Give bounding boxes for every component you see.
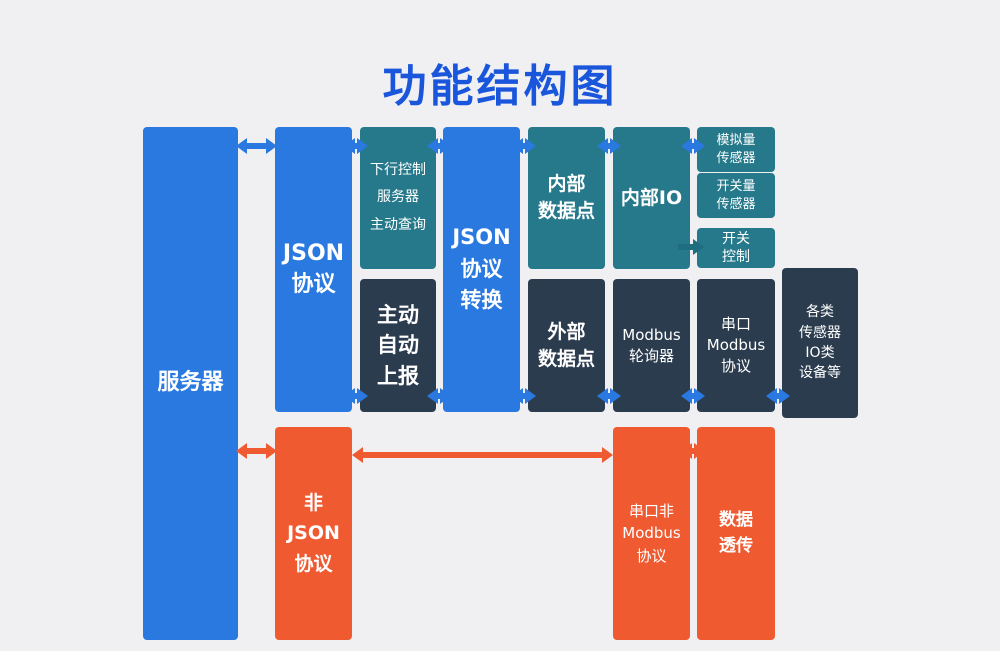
arrow-downlink-convert: [427, 138, 451, 154]
block-server: 服务器: [143, 127, 238, 640]
block-internal-io: 内部IO: [613, 127, 690, 269]
arrow-report-convert: [427, 388, 451, 404]
arrow-json-report: [344, 388, 368, 404]
block-non-json: 非 JSON 协议: [275, 427, 352, 640]
arrow-non-json-serial-non-modbus: [352, 447, 613, 463]
block-switch-sensor: 开关量 传感器: [697, 173, 775, 218]
arrow-server-non-json: [236, 443, 277, 459]
block-serial-modbus: 串口 Modbus 协议: [697, 279, 775, 412]
arrow-serial-non-modbus-passthrough: [681, 443, 705, 459]
arrow-io-switch-control: [678, 239, 704, 255]
arrow-server-json: [236, 138, 277, 154]
block-modbus-poller: Modbus 轮询器: [613, 279, 690, 412]
arrow-convert-internal-points: [512, 138, 536, 154]
diagram-title: 功能结构图: [382, 61, 618, 112]
block-internal-datapoints: 内部 数据点: [528, 127, 605, 269]
block-data-passthrough: 数据 透传: [697, 427, 775, 640]
arrow-io-sensors: [681, 138, 705, 154]
block-analog-sensor: 模拟量 传感器: [697, 127, 775, 172]
arrow-convert-external-points: [512, 388, 536, 404]
block-json-convert: JSON 协议 转换: [443, 127, 520, 412]
block-serial-non-modbus: 串口非 Modbus 协议: [613, 427, 690, 640]
arrow-poller-serial-modbus: [681, 388, 705, 404]
arrow-external-points-poller: [597, 388, 621, 404]
arrow-serial-modbus-devices: [766, 388, 790, 404]
block-switch-control: 开关 控制: [697, 228, 775, 268]
block-devices: 各类 传感器 IO类 设备等: [782, 268, 858, 418]
block-json-protocol: JSON 协议: [275, 127, 352, 412]
arrow-json-downlink: [344, 138, 368, 154]
block-external-datapoints: 外部 数据点: [528, 279, 605, 412]
arrow-internal-points-io: [597, 138, 621, 154]
block-active-report: 主动 自动 上报: [360, 279, 436, 412]
block-downlink-control: 下行控制 服务器 主动查询: [360, 127, 436, 269]
